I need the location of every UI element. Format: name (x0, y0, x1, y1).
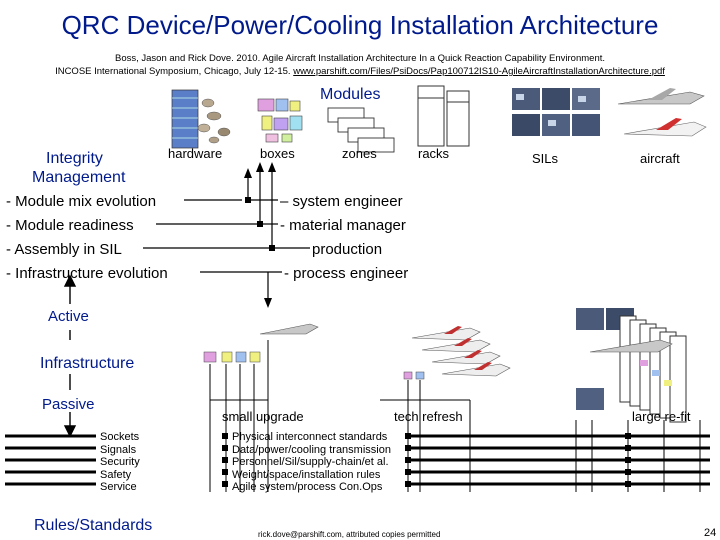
integrity-title-line-1: Integrity (46, 150, 103, 168)
description-sockets: Physical interconnect standards (232, 431, 391, 444)
active-label: Active (48, 308, 89, 325)
category-service: Service (100, 481, 140, 494)
category-safety: Safety (100, 469, 140, 482)
module-label-hardware: hardware (168, 146, 222, 161)
integrity-item-4: - Infrastructure evolution (6, 265, 168, 282)
module-label-zones: zones (342, 146, 377, 161)
racks-icon (418, 86, 469, 146)
passive-label: Passive (42, 396, 95, 413)
description-signals: Data/power/cooling transmission (232, 444, 391, 457)
description-service: Agile system/process Con.Ops (232, 481, 391, 494)
role-process-engineer: - process engineer (284, 265, 408, 282)
role-production: production (312, 241, 382, 258)
module-label-aircraft: aircraft (640, 151, 680, 166)
small-upgrade-graphic (204, 324, 318, 400)
integrity-item-3: - Assembly in SIL (6, 241, 122, 258)
standards-title: Rules/Standards (34, 517, 152, 535)
description-safety: Weight/space/installation rules (232, 469, 391, 482)
category-signals: Signals (100, 444, 140, 457)
module-label-sils: SILs (532, 151, 558, 166)
standards-categories: Sockets Signals Security Safety Service (100, 431, 140, 494)
scenario-tech-refresh: tech refresh (394, 409, 463, 424)
modules-title: Modules (320, 86, 380, 104)
standards-descriptions: Physical interconnect standards Data/pow… (232, 431, 391, 494)
integrity-item-1: - Module mix evolution (6, 193, 156, 210)
footer-credit: rick.dove@parshift.com, attributed copie… (258, 530, 440, 539)
role-system-engineer: – system engineer (280, 193, 403, 210)
infrastructure-title: Infrastructure (40, 355, 134, 373)
module-label-boxes: boxes (260, 146, 295, 161)
scenario-large-refit: large re-fit (632, 409, 691, 424)
integrity-title-line-2: Management (32, 169, 125, 187)
category-sockets: Sockets (100, 431, 140, 444)
description-security: Personnel/Sil/supply-chain/et al. (232, 456, 391, 469)
category-security: Security (100, 456, 140, 469)
role-material-manager: - material manager (280, 217, 406, 234)
scenario-small-upgrade: small upgrade (222, 409, 304, 424)
large-refit-graphic (576, 308, 686, 422)
module-label-racks: racks (418, 146, 449, 161)
page-number: 24 (704, 527, 716, 539)
integrity-item-2: - Module readiness (6, 217, 134, 234)
tech-refresh-graphic (380, 326, 510, 400)
